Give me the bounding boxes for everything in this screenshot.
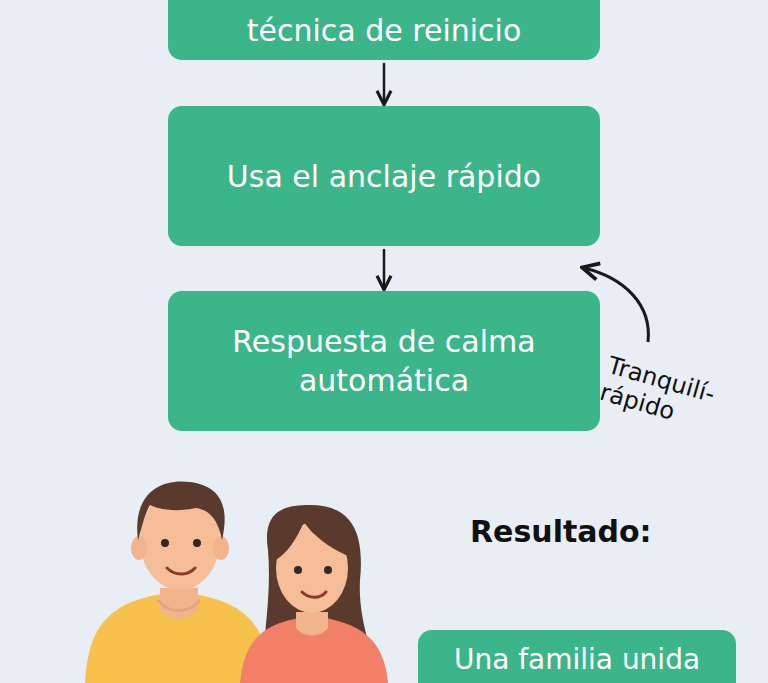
process-box: Respuesta de calma automática xyxy=(168,291,600,431)
woman-figure xyxy=(240,505,388,683)
box-text: técnica de reinicio xyxy=(247,11,522,50)
annotation-label: Tranquilí- rápido xyxy=(597,352,718,435)
flow-arrow xyxy=(383,63,386,103)
box-text: Usa el anclaje rápido xyxy=(227,157,541,196)
section-label: Resultado: xyxy=(470,515,652,550)
process-box: Una familia unida xyxy=(418,630,736,683)
process-box: técnica de reinicio xyxy=(168,0,600,60)
man-figure xyxy=(85,481,272,683)
box-text: Una familia unida xyxy=(454,642,700,678)
process-box: Usa el anclaje rápido xyxy=(168,106,600,246)
flow-arrow xyxy=(383,249,386,288)
box-text: Respuesta de calma automática xyxy=(188,322,580,400)
